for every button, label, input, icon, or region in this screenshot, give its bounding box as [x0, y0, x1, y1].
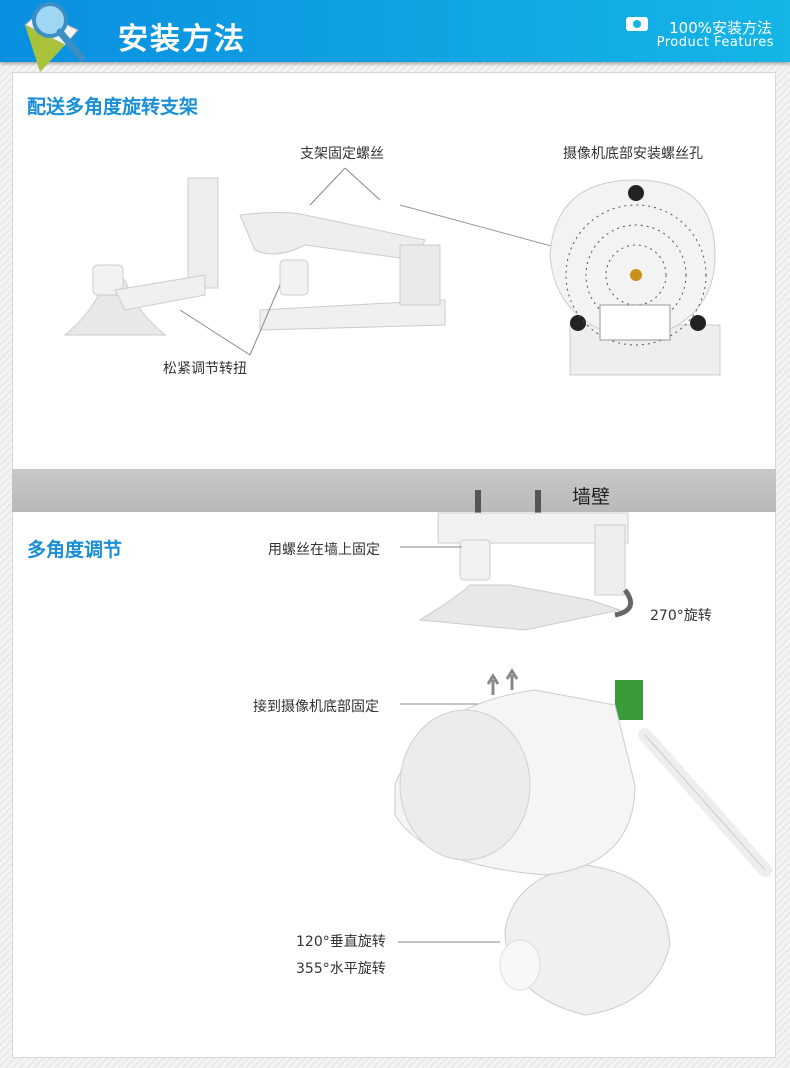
- label-horizontal-rotation: 355°水平旋转: [296, 961, 386, 977]
- label-vertical-rotation: 120°垂直旋转: [296, 934, 386, 950]
- label-bracket-screw: 支架固定螺丝: [300, 146, 384, 162]
- header-banner: 安装方法 100%安装方法 Product Features: [0, 0, 790, 72]
- label-rotate-270: 270°旋转: [650, 608, 712, 624]
- wall-label: 墙壁: [572, 486, 611, 508]
- label-camera-hole: 摄像机底部安装螺丝孔: [563, 146, 703, 162]
- label-camera-fix: 接到摄像机底部固定: [253, 699, 379, 715]
- book-magnifier-icon: [24, 2, 86, 72]
- header-badge: 100%安装方法: [669, 19, 772, 37]
- camera-mounted-image: [394, 680, 772, 1016]
- label-knob: 松紧调节转扭: [163, 361, 247, 377]
- camera-icon: [626, 17, 648, 31]
- page-title: 安装方法: [118, 22, 246, 57]
- bracket-image: [63, 177, 446, 336]
- label-wall-fix: 用螺丝在墙上固定: [268, 542, 380, 558]
- section-title-bracket: 配送多角度旋转支架: [27, 96, 199, 118]
- header-subtitle: Product Features: [656, 35, 774, 50]
- wall-band: [12, 469, 776, 512]
- camera-bottom-image: [549, 179, 721, 376]
- wall-mounted-bracket-image: [418, 490, 634, 631]
- section-title-adjust: 多角度调节: [27, 539, 123, 561]
